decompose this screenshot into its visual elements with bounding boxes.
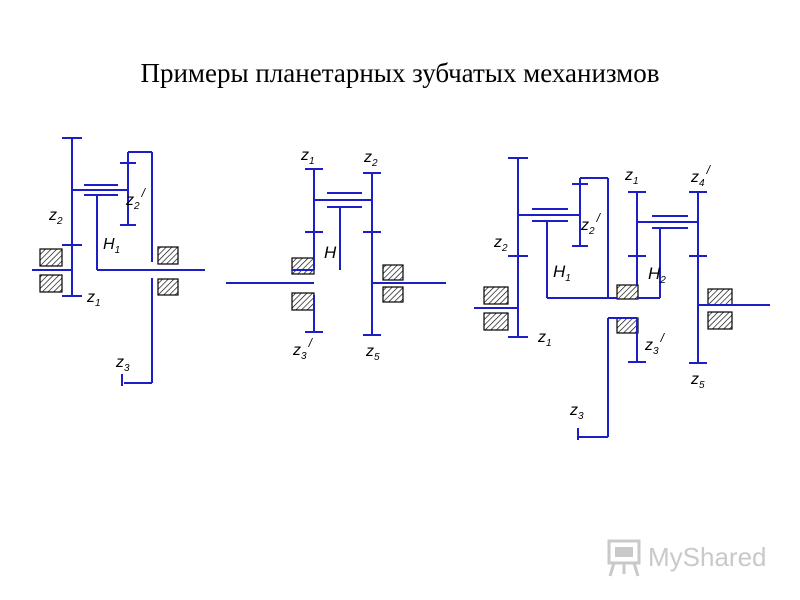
presentation-board-icon xyxy=(607,539,641,577)
label-s3-7: z3/ xyxy=(644,331,666,357)
label-s3-1: z4/ xyxy=(690,163,712,189)
bearing-right xyxy=(157,246,179,296)
label-s3-6: z1 xyxy=(537,329,552,349)
watermark-text: MyShared xyxy=(648,542,767,572)
label-s1-4: z3 xyxy=(115,354,130,374)
label-s3-4: H1 xyxy=(553,262,571,284)
label-s2-2: H xyxy=(324,243,337,262)
page-title: Примеры планетарных зубчатых механизмов xyxy=(140,58,660,88)
label-s1-2: H1 xyxy=(103,236,120,256)
bearing-middle xyxy=(616,284,639,334)
scheme-1 xyxy=(32,137,205,386)
bearing-right xyxy=(382,264,404,303)
scheme-3 xyxy=(474,157,770,440)
label-s1-3: z1 xyxy=(86,289,101,309)
label-s3-9: z3 xyxy=(569,402,584,422)
label-s3-2: z2 xyxy=(493,234,508,254)
label-s3-5: H2 xyxy=(648,264,666,286)
label-s3-3: z2/ xyxy=(580,211,602,237)
bearing-left xyxy=(483,286,509,331)
label-s2-1: z2 xyxy=(363,149,378,169)
scheme-2 xyxy=(226,168,446,336)
label-s1-0: z2 xyxy=(48,207,63,227)
scheme-3-labels: z1 z4/ z2 z2/ H1 H2 z1 z3/ z5 z3 xyxy=(493,163,712,422)
bearing-right xyxy=(707,288,733,330)
label-s3-0: z1 xyxy=(624,167,639,187)
scheme-1-labels: z2 z2/ H1 z1 z3 xyxy=(48,186,147,374)
label-s2-0: z1 xyxy=(300,147,315,167)
scheme-2-labels: z1 z2 H z3/ z5 xyxy=(292,147,380,363)
label-s2-3: z3/ xyxy=(292,336,314,362)
watermark: MyShared xyxy=(606,536,767,580)
bearing-left xyxy=(39,248,63,293)
label-s3-8: z5 xyxy=(690,371,705,391)
label-s2-4: z5 xyxy=(365,343,380,363)
label-s1-1: z2/ xyxy=(125,186,147,212)
